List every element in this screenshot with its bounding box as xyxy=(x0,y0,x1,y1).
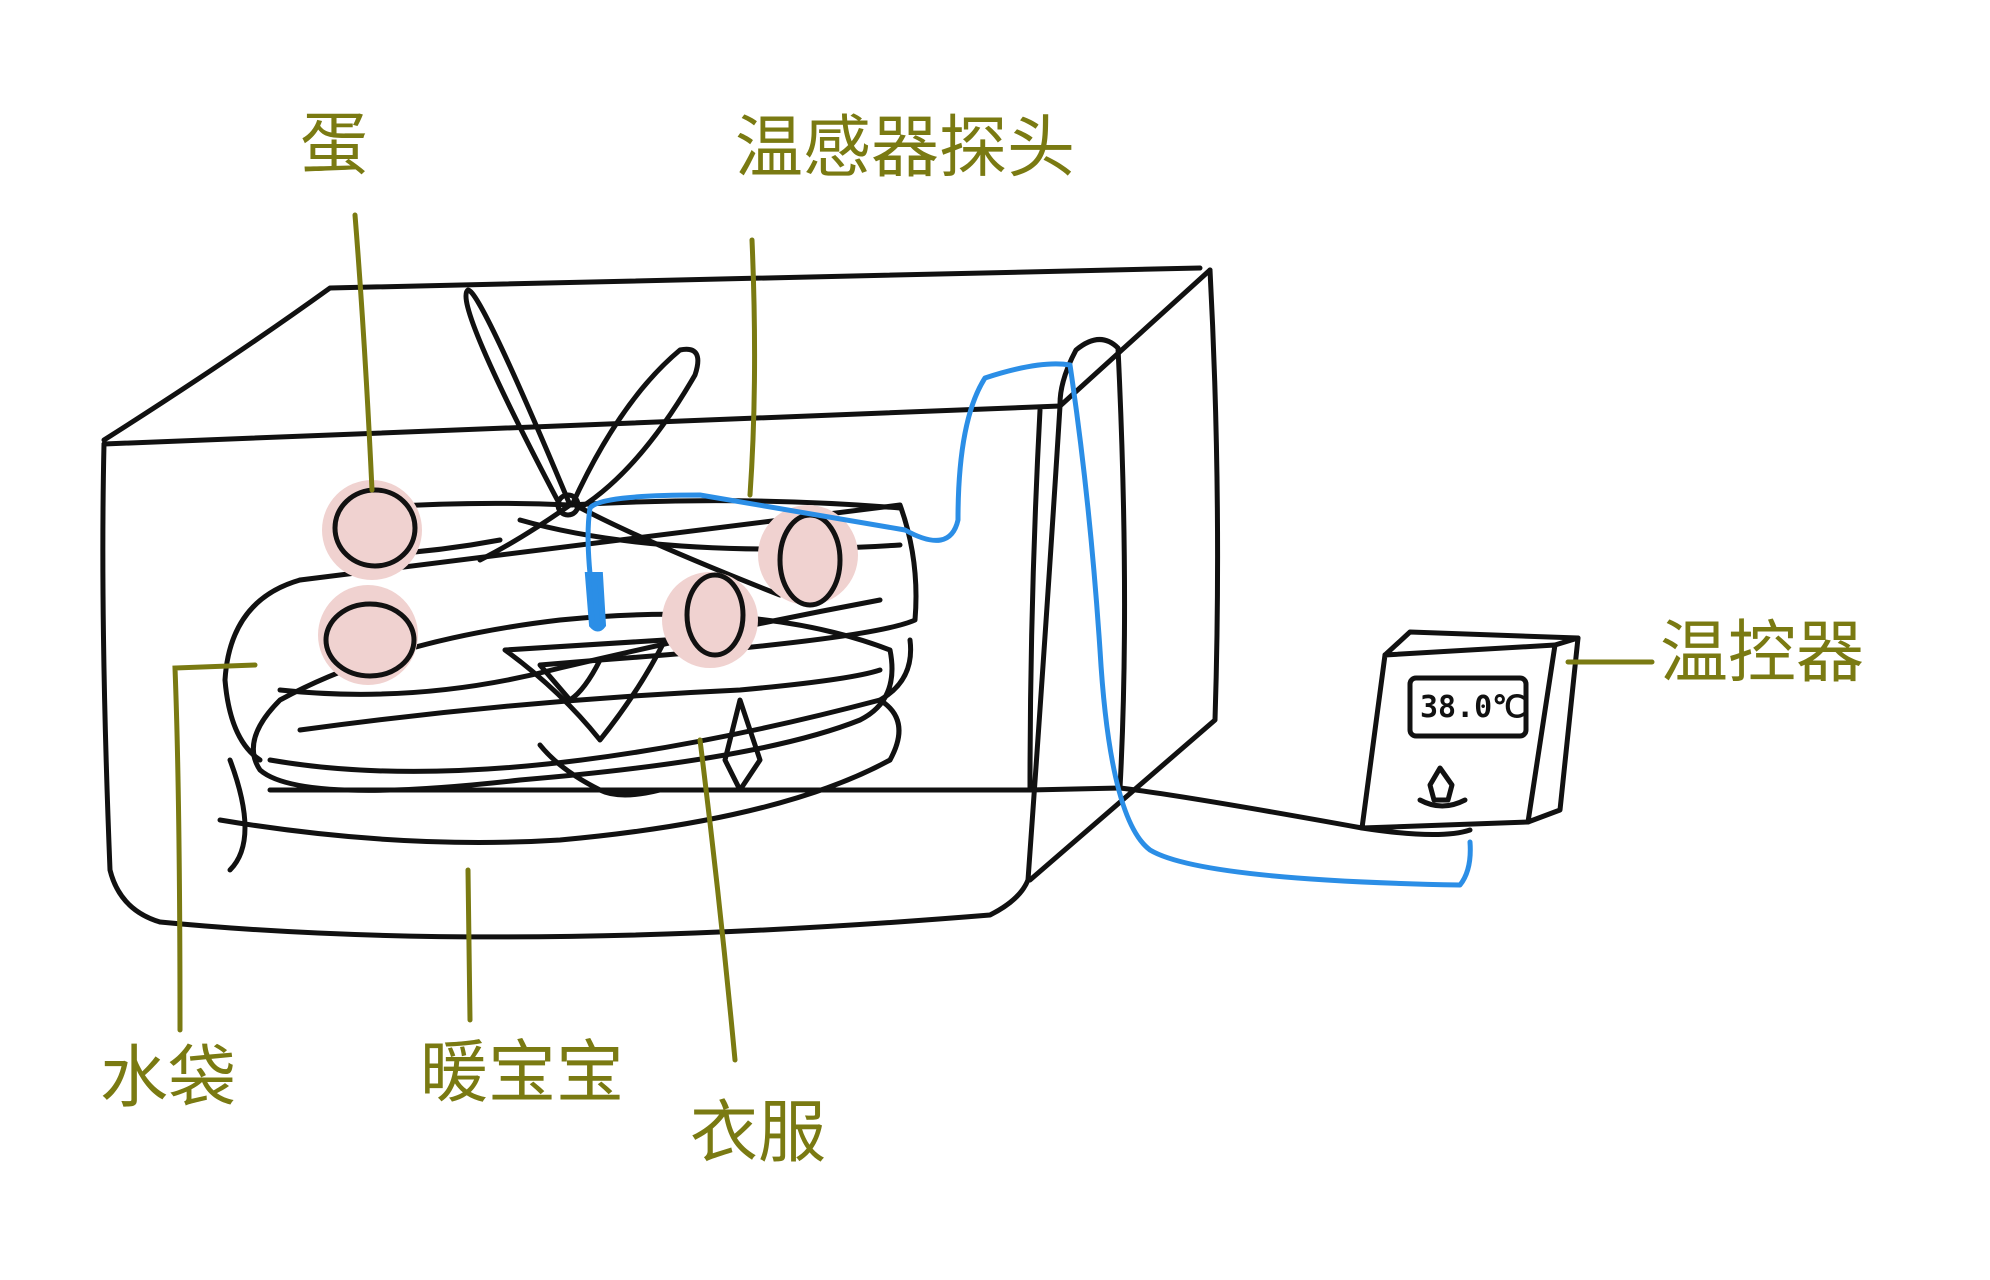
label-water-bag: 水袋 xyxy=(100,1039,237,1118)
hand-warmer xyxy=(502,637,763,798)
box-front-right-edge xyxy=(1025,403,1063,883)
egg-glow-2 xyxy=(318,585,418,685)
egg-1 xyxy=(332,487,418,569)
box-bottom-edge xyxy=(157,877,1031,940)
label-clothes: 衣服 xyxy=(690,1094,827,1173)
thermostat-box xyxy=(1359,629,1581,838)
label-thermostat: 温控器 xyxy=(1660,614,1865,693)
thermostat-display xyxy=(1407,675,1529,739)
box-front-top-edge xyxy=(101,267,1213,447)
thermostat-reading: 38.0℃ xyxy=(1420,690,1526,725)
eggs xyxy=(318,480,858,685)
power-cord xyxy=(1117,785,1365,831)
label-egg: 蛋 xyxy=(300,106,369,185)
box-cord-channel xyxy=(1027,337,1128,793)
box-front-left-edge xyxy=(100,441,163,925)
incubator-box xyxy=(100,265,1221,940)
power-plug-icon xyxy=(1417,765,1468,809)
clothes xyxy=(217,611,902,873)
box-inner-right-wall xyxy=(267,407,1043,793)
egg-2 xyxy=(323,601,417,679)
egg-3 xyxy=(684,572,746,658)
probe-tip xyxy=(584,572,607,632)
label-temperature-probe: 温感器探头 xyxy=(735,109,1076,188)
probe-wire xyxy=(585,361,1473,888)
leader-lines xyxy=(172,212,1655,1063)
box-side-right-edge xyxy=(1027,267,1221,883)
label-hand-warmer: 暖宝宝 xyxy=(420,1034,625,1113)
box-lid-top xyxy=(101,265,1203,443)
